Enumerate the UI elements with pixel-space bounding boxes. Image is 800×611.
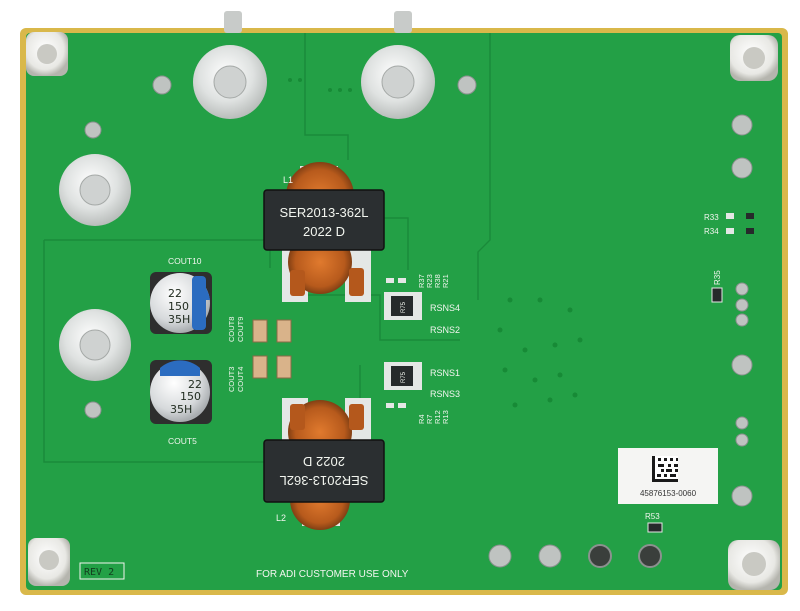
data-matrix-code xyxy=(652,456,678,482)
sense-resistor-lower-mark: R75 xyxy=(401,371,407,383)
sense-resistor-upper xyxy=(391,296,413,316)
inductor-l1-part: SER2013-362L xyxy=(280,205,369,220)
label-cout9: COUT9 xyxy=(236,317,245,342)
capacitor-cout10-value: 22 xyxy=(168,287,182,300)
via-grid xyxy=(288,78,583,408)
label-r34: R34 xyxy=(704,227,719,236)
resistor-labels-bottom: R4 R7 R12 R13 xyxy=(417,410,450,424)
inductor-l1: SER2013-362L 2022 D xyxy=(263,162,385,302)
ceramic-labels: COUT8 COUT9 COUT3 COUT4 xyxy=(227,317,245,392)
sense-resistor-upper-mark: R75 xyxy=(401,301,407,313)
capacitor-cout5: 22 150 35H xyxy=(150,360,212,424)
label-rsns3: RSNS3 xyxy=(430,389,460,399)
capacitor-cout5-cap: 150 xyxy=(180,390,201,403)
label-r7: R7 xyxy=(425,414,434,424)
sense-resistor-lower xyxy=(391,366,413,386)
label-r21: R21 xyxy=(441,274,450,288)
label-cout3: COUT3 xyxy=(227,367,236,392)
label-r38: R38 xyxy=(433,274,442,288)
capacitor-cout5-volt: 35H xyxy=(170,403,192,416)
label-r53: R53 xyxy=(645,512,660,521)
label-r4: R4 xyxy=(417,414,426,424)
label-cout5: COUT5 xyxy=(168,436,197,446)
label-rsns4: RSNS4 xyxy=(430,303,460,313)
inductor-l1-body xyxy=(263,189,385,251)
capacitor-cout10: 22 150 35H xyxy=(150,272,212,334)
serial-label: 45876153-0060 xyxy=(618,448,718,504)
top-connector-right xyxy=(394,11,412,33)
label-l2: L2 xyxy=(276,513,286,523)
connector-pins-bottom xyxy=(588,544,662,568)
inductor-l2: SER2013-362L 2022 D xyxy=(263,398,385,530)
inductor-l2-body xyxy=(263,439,385,503)
top-connector-left xyxy=(224,11,242,33)
capacitor-cout10-volt: 35H xyxy=(168,313,190,326)
label-r13: R13 xyxy=(441,410,450,424)
right-side-components xyxy=(647,213,754,533)
label-r12: R12 xyxy=(433,410,442,424)
test-points xyxy=(84,75,753,568)
label-rev: REV 2 xyxy=(84,567,114,578)
capacitor-cout5-value: 22 xyxy=(188,378,202,391)
label-r35: R35 xyxy=(713,270,722,285)
rev-box xyxy=(79,562,125,580)
capacitor-cout10-cap: 150 xyxy=(168,300,189,313)
solder-pads-large xyxy=(59,45,435,381)
inductor-l1-date: 2022 D xyxy=(303,224,345,239)
label-rsns2: RSNS2 xyxy=(430,325,460,335)
resistor-labels-top: R37 R23 R38 R21 xyxy=(417,274,450,288)
footer-text: FOR ADI CUSTOMER USE ONLY xyxy=(256,569,409,580)
serial-number: 45876153-0060 xyxy=(640,489,697,498)
label-cout8: COUT8 xyxy=(227,317,236,342)
inductor-l2-part: SER2013-362L xyxy=(280,473,369,488)
sense-resistors: R75 R75 xyxy=(384,278,422,408)
label-r37: R37 xyxy=(417,274,426,288)
label-rsns1: RSNS1 xyxy=(430,368,460,378)
label-l1: L1 xyxy=(283,175,293,185)
mounting-standoffs xyxy=(26,32,780,590)
label-cout4: COUT4 xyxy=(236,367,245,392)
label-r33: R33 xyxy=(704,213,719,222)
label-r23: R23 xyxy=(425,274,434,288)
label-cout10: COUT10 xyxy=(168,256,202,266)
ceramic-capacitors xyxy=(252,319,292,379)
inductor-l2-date: 2022 D xyxy=(303,454,345,469)
